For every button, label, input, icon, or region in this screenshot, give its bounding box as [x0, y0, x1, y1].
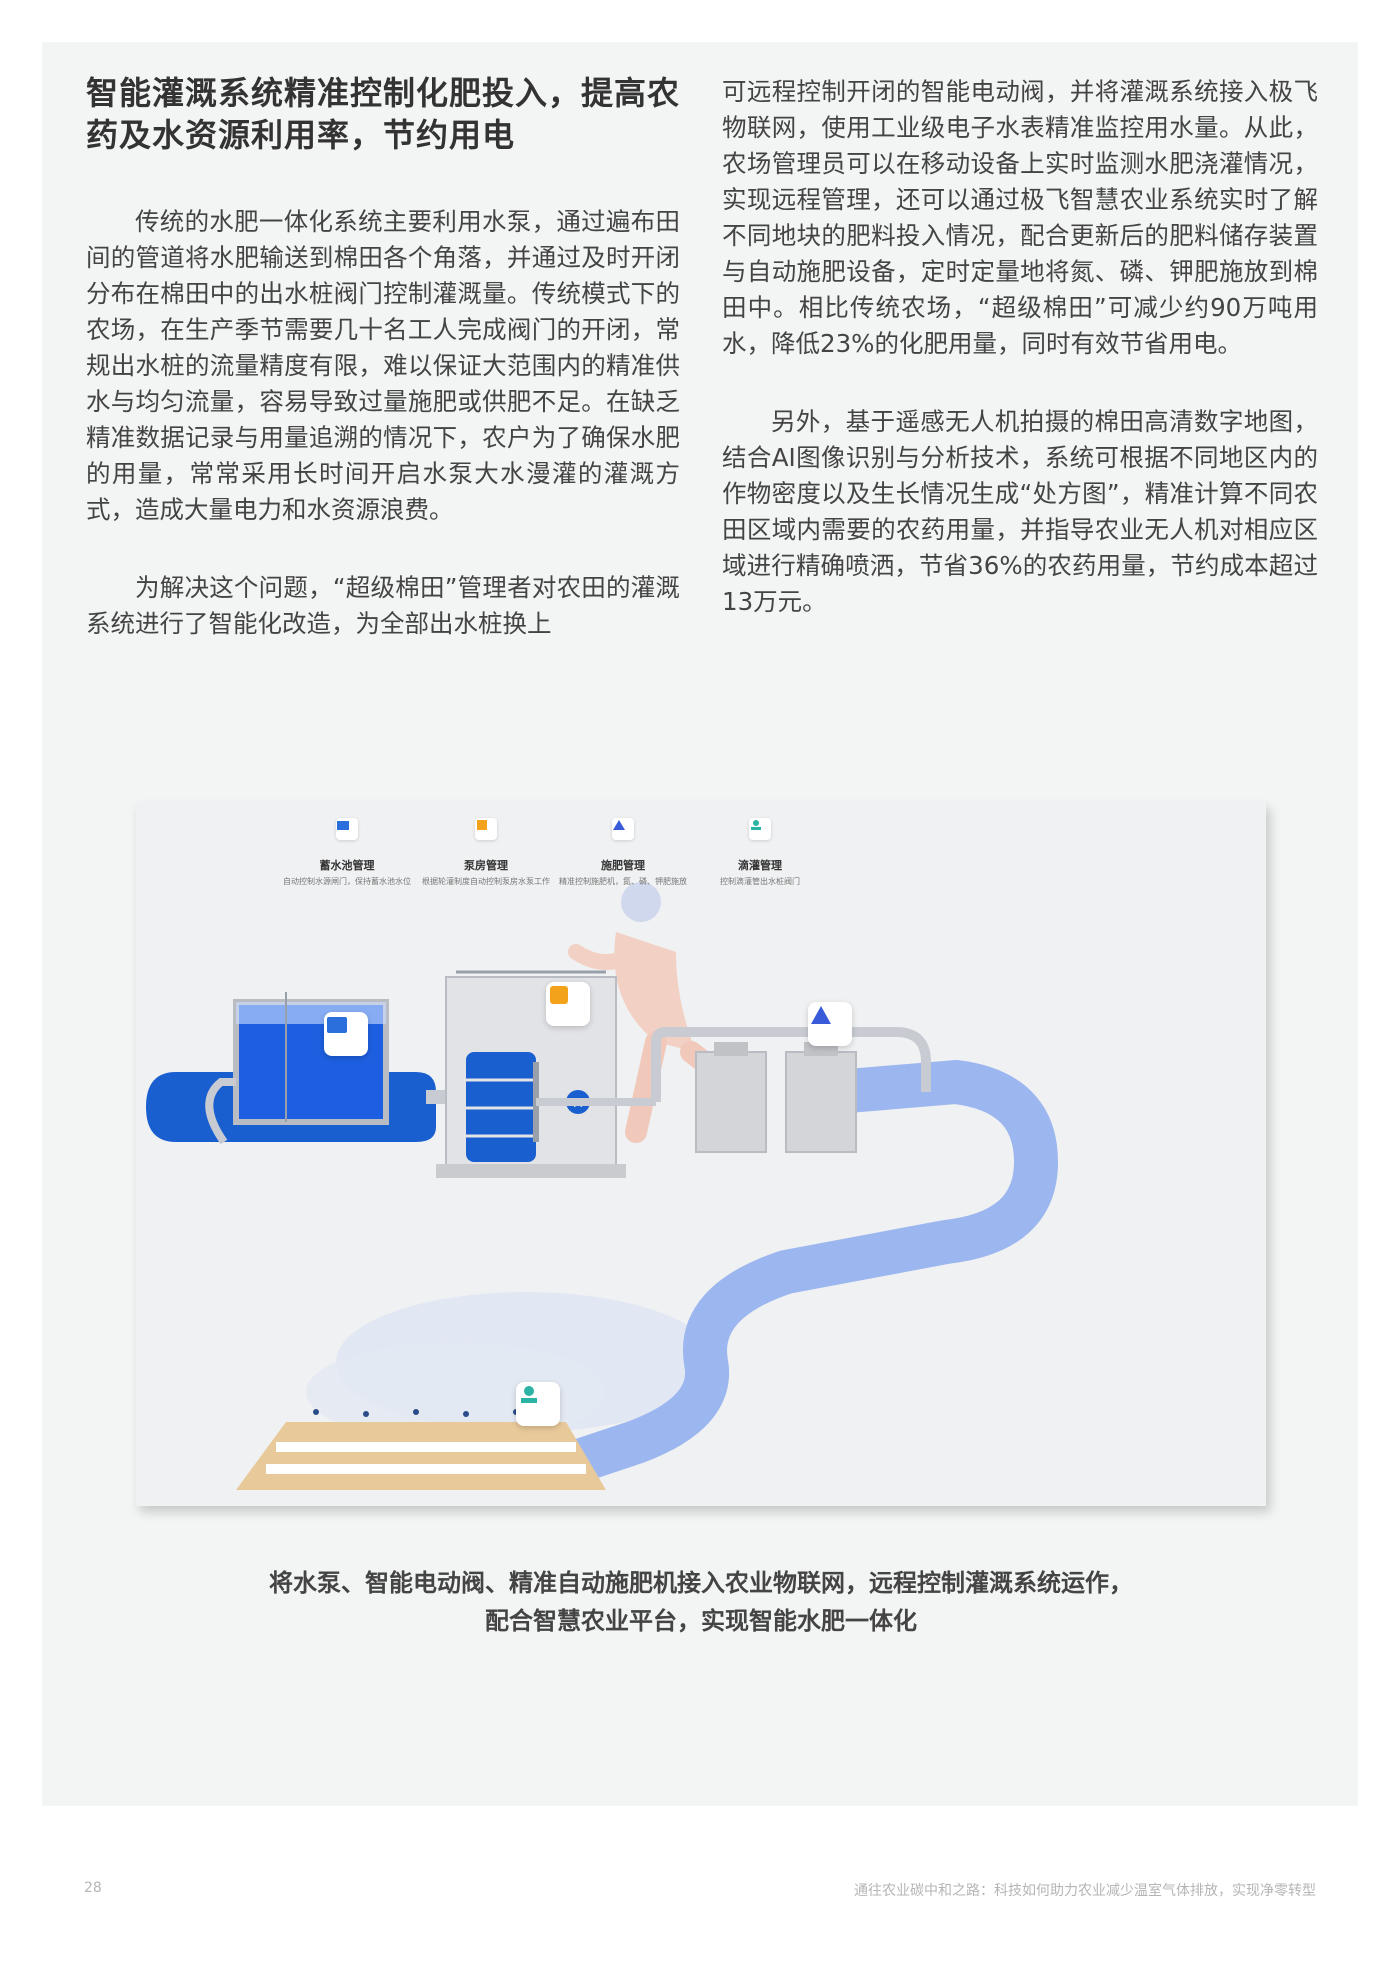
fertilizer-machines [695, 1042, 857, 1153]
right-paragraph-2: 另外，基于遥感无人机拍摄的棉田高清数字地图，结合AI图像识别与分析技术，系统可根… [722, 407, 1318, 616]
outlet-river [554, 1060, 1058, 1484]
card-title-pump-house: 泵房管理 [464, 859, 508, 872]
reservoir-icon [336, 818, 358, 840]
irrigation-illustration: A [146, 882, 1058, 1490]
card-desc-fertilizer: 精准控制施肥机，氮、磷、钾肥施放 [559, 877, 687, 886]
fertilizer-icon [612, 818, 634, 840]
cotton-field [236, 1409, 606, 1490]
left-column: 传统的水肥一体化系统主要利用水泵，通过遍布田间的管道将水肥输送到棉田各个角落，并… [86, 204, 680, 642]
section-heading: 智能灌溉系统精准控制化肥投入，提高农药及水资源利用率，节约用电 [86, 74, 681, 154]
left-paragraph-2: 为解决这个问题，“超级棉田”管理者对农田的灌溉系统进行了智能化改造，为全部出水桩… [86, 573, 680, 638]
right-paragraph-1: 可远程控制开闭的智能电动阀，并将灌溉系统接入极飞物联网，使用工业级电子水表精准监… [722, 77, 1318, 358]
pump-house-icon [475, 818, 497, 840]
card-title-reservoir: 蓄水池管理 [319, 859, 375, 872]
card-desc-reservoir: 自动控制水源闸门，保持蓄水池水位 [283, 877, 411, 886]
pump-badge-icon [546, 982, 590, 1026]
running-footer-title: 通往农业碳中和之路：科技如何助力农业减少温室气体排放，实现净零转型 [854, 1883, 1316, 1899]
drip-icon [749, 818, 771, 840]
drip-badge-icon [516, 1382, 560, 1426]
card-title-drip: 滴灌管理 [738, 859, 782, 872]
card-title-fertilizer: 施肥管理 [601, 859, 645, 872]
irrigation-diagram: A 蓄水池管理 自动控制水源闸门，保持蓄水池水位 泵房 [136, 802, 1266, 1506]
fertilizer-badge-icon [808, 1002, 852, 1046]
caption-line-1: 将水泵、智能电动阀、精准自动施肥机接入农业物联网，远程控制灌溉系统运作， [269, 1569, 1133, 1597]
card-desc-drip: 控制滴灌管出水桩阀门 [720, 877, 800, 886]
card-desc-pump-house: 根据轮灌制度自动控制泵房水泵工作 [422, 877, 550, 886]
page-number: 28 [84, 1880, 102, 1896]
caption-line-2: 配合智慧农业平台，实现智能水肥一体化 [485, 1607, 917, 1635]
figure-caption: 将水泵、智能电动阀、精准自动施肥机接入农业物联网，远程控制灌溉系统运作， 配合智… [136, 1564, 1266, 1640]
reservoir-badge-icon [324, 1012, 368, 1056]
pump-house [436, 970, 626, 1178]
left-paragraph-1: 传统的水肥一体化系统主要利用水泵，通过遍布田间的管道将水肥输送到棉田各个角落，并… [86, 207, 680, 524]
right-column: 可远程控制开闭的智能电动阀，并将灌溉系统接入极飞物联网，使用工业级电子水表精准监… [722, 74, 1318, 620]
